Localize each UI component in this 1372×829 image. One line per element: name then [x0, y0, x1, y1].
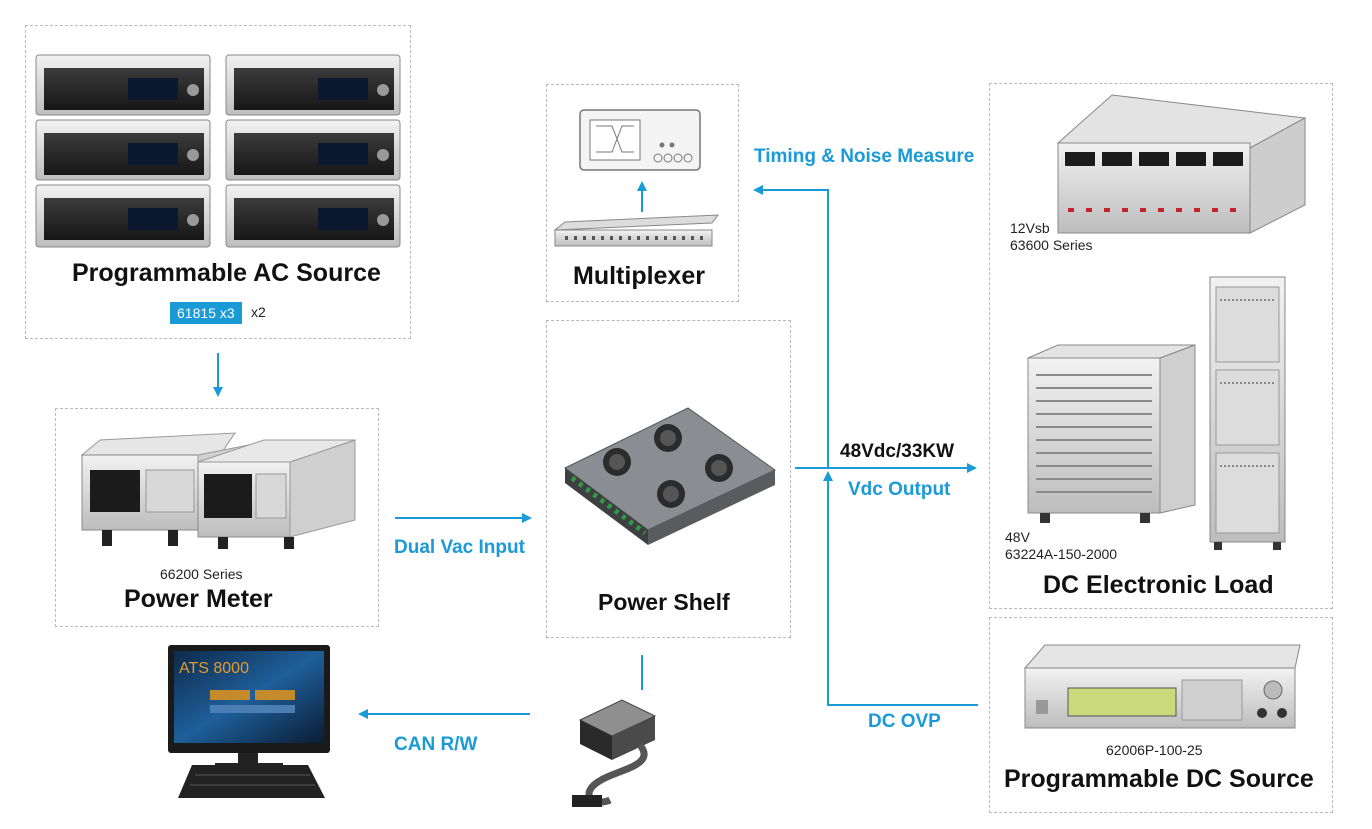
dc-ovp-arrow — [823, 471, 978, 706]
dc-source-title: Programmable DC Source — [1004, 765, 1314, 793]
can-rw-label: CAN R/W — [394, 734, 478, 755]
dc-load-63224a-icon — [1027, 344, 1196, 523]
power-shelf-icon — [564, 407, 776, 545]
dc-load-63600-icon — [1056, 94, 1307, 234]
power-shelf-title: Power Shelf — [598, 589, 730, 615]
ac-source-model-badge: 61815 x3 — [170, 302, 242, 324]
dc-source-model: 62006P-100-25 — [1106, 742, 1203, 758]
power-meter-box — [55, 408, 379, 627]
ac-source-unit-icon — [225, 184, 401, 248]
computer-monitor-icon — [168, 645, 330, 768]
power-meter-title: Power Meter — [124, 585, 273, 613]
dc-load-rack-icon — [1209, 276, 1286, 550]
multiplexer-box — [546, 84, 739, 302]
dc-source-box — [989, 617, 1333, 813]
power-meter-icon — [80, 432, 356, 549]
dc-load-12vsb-label: 12Vsb — [1010, 220, 1050, 236]
ac-source-multiplier: x2 — [251, 304, 266, 320]
ac-source-title: Programmable AC Source — [72, 259, 381, 287]
oscilloscope-icon — [579, 109, 701, 171]
timing-arrow — [753, 185, 829, 468]
dc-load-48v-label: 48V — [1005, 529, 1030, 545]
dc-load-model: 63224A-150-2000 — [1005, 546, 1118, 562]
dc-source-icon — [1023, 644, 1301, 729]
ac-source-unit-icon — [35, 54, 211, 116]
dc-load-box — [989, 83, 1333, 609]
ac-source-box — [25, 25, 411, 339]
ac-source-unit-icon — [225, 54, 401, 116]
multiplexer-device-icon — [553, 214, 720, 247]
power-shelf-box — [546, 320, 791, 638]
ac-source-unit-icon — [35, 119, 211, 181]
ac-source-unit-icon — [35, 184, 211, 248]
keyboard-icon — [178, 765, 325, 798]
timing-noise-label: Timing & Noise Measure — [754, 146, 975, 167]
vdc-output-label: Vdc Output — [848, 479, 951, 500]
screen-logo: ATS 8000 — [179, 660, 249, 677]
power-rating-label: 48Vdc/33KW — [840, 441, 955, 462]
ac-source-unit-icon — [225, 119, 401, 181]
multiplexer-title: Multiplexer — [573, 262, 705, 290]
dc-load-title: DC Electronic Load — [1043, 571, 1274, 599]
dc-ovp-label: DC OVP — [868, 711, 941, 732]
can-adapter-icon — [572, 699, 657, 807]
dc-load-63600-series: 63600 Series — [1010, 237, 1093, 253]
power-meter-series: 66200 Series — [160, 566, 243, 582]
dual-vac-label: Dual Vac Input — [394, 537, 525, 558]
